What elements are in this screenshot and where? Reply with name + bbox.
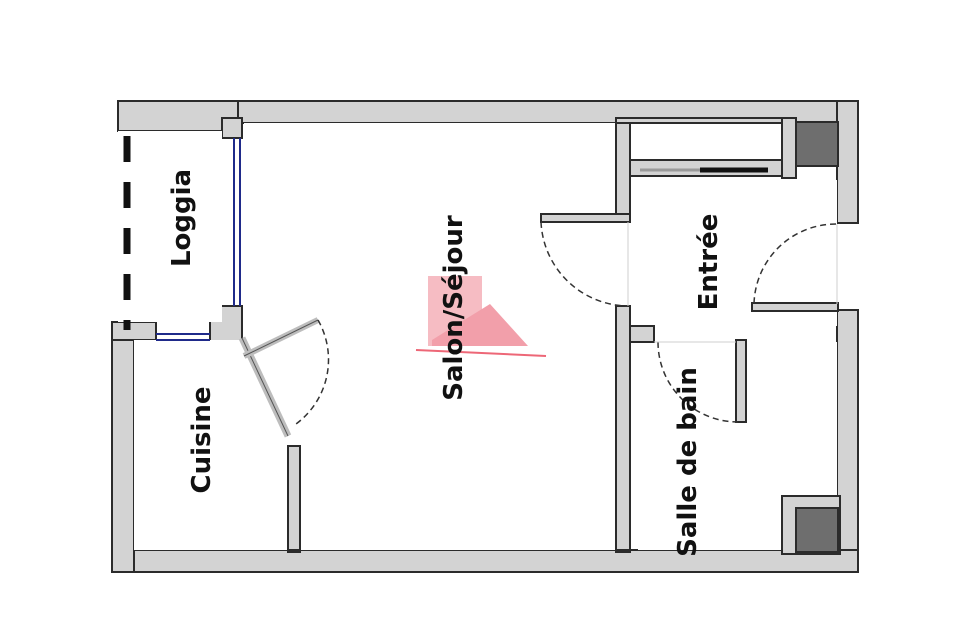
wall-salon-door-stub-2 [540,213,631,223]
wall-bottom [111,549,859,573]
room-label-sdb: Salle de bain [673,367,703,557]
room-label-salon: Salon/Séjour [439,215,469,401]
entree-interior [630,180,837,326]
room-label-entree: Entrée [694,214,724,311]
wall-salon-entree-lower [615,305,631,551]
windows [156,138,241,341]
duct-bottom-right [795,507,839,553]
wall-loggia-top-stub [117,100,239,132]
wall-left [111,321,135,573]
room-label-cuisine: Cuisine [187,386,217,493]
loggia-interior [118,131,222,322]
wall-closet-inner [629,122,783,164]
wall-kitchen-salon-2 [287,445,301,551]
wall-salon-entree-upper [615,122,631,221]
wall-entree-door-stub-2 [751,302,839,312]
bath-door-swing [657,341,739,423]
room-label-loggia: Loggia [167,169,197,267]
wall-bath-jamb-2 [735,339,747,423]
entree-door-swing [753,223,837,305]
wall-kitchen-top-stub [111,321,157,341]
duct-top-right [795,121,839,167]
kitchen-door [238,317,330,438]
wall-right-upper [836,100,859,224]
wall-loggia-pillar-top [221,117,243,139]
salon-door-swing [540,221,629,307]
wall-bath-top [629,325,655,343]
logo-watermark [415,276,547,357]
wall-closet-right [781,117,797,179]
